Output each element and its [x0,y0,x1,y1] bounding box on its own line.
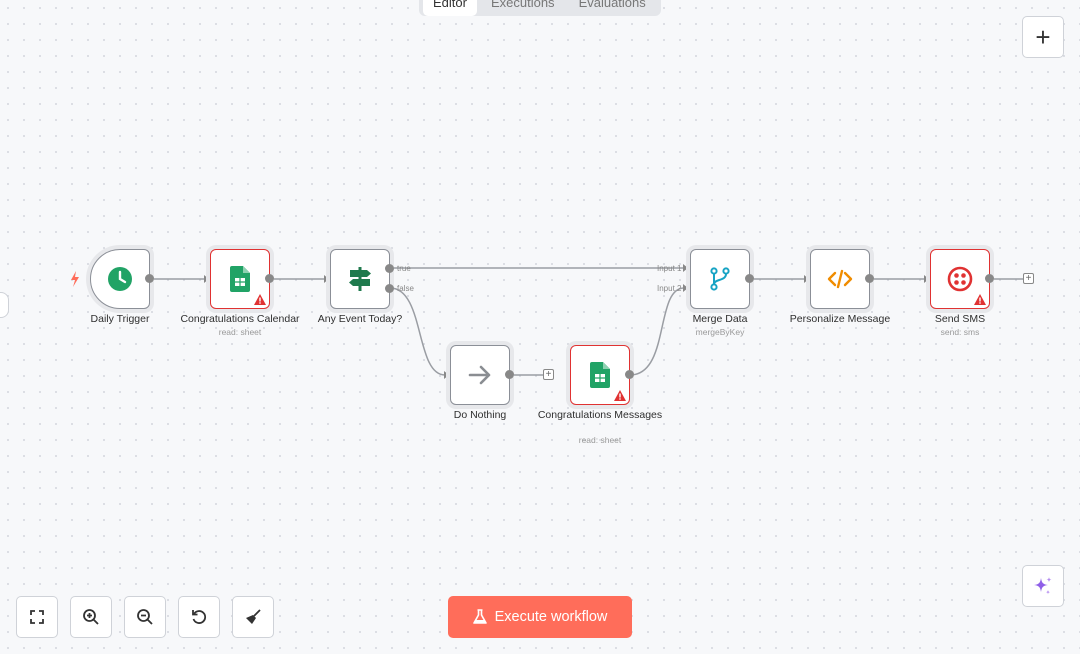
connection-messages-merge2 [629,287,685,376]
node-send-sms[interactable] [930,249,990,309]
node-subtitle: read: sheet [578,435,622,445]
ai-assistant-button[interactable] [1022,565,1064,607]
zoom-in-button[interactable] [70,596,112,638]
output-port-true[interactable] [385,264,394,273]
tab-executions[interactable]: Executions [490,0,555,10]
node-label: Congratulations Calendar [180,313,300,325]
node-personalize-message[interactable] [810,249,870,309]
plus-icon: + [1035,22,1051,52]
execute-workflow-button[interactable]: Execute workflow [448,596,632,638]
google-sheets-icon [590,362,610,388]
sparkle-icon [1034,577,1052,595]
zoom-out-icon [137,609,153,625]
output-port[interactable] [985,274,994,283]
node-label: Do Nothing [453,409,507,421]
twilio-icon [947,266,973,292]
node-label: Any Event Today? [317,313,403,325]
node-subtitle: mergeByKey [695,327,745,337]
add-connection-button[interactable]: + [1023,273,1034,284]
node-daily-trigger[interactable] [90,249,150,309]
merge-icon [710,267,730,291]
input-port[interactable] [567,370,572,379]
input-label-1: Input 1 [657,264,682,273]
node-any-event-today[interactable] [330,249,390,309]
input-port[interactable] [207,274,212,283]
tab-evaluations[interactable]: Evaluations [578,0,646,10]
input-port[interactable] [447,370,452,379]
node-label: Send SMS [934,313,986,325]
node-subtitle: send: sms [940,327,980,337]
output-port-false[interactable] [385,284,394,293]
node-merge-data[interactable] [690,249,750,309]
warning-icon[interactable] [254,294,266,305]
clock-icon [108,267,132,291]
input-port[interactable] [327,274,332,283]
zoom-in-icon [83,609,99,625]
fit-view-icon [30,610,44,624]
google-sheets-icon [230,266,250,292]
input-port-2[interactable] [687,284,692,293]
output-port[interactable] [505,370,514,379]
output-port[interactable] [865,274,874,283]
add-connection-button[interactable]: + [543,369,554,380]
reset-zoom-button[interactable] [178,596,220,638]
signpost-icon [349,267,371,291]
add-node-button[interactable]: + [1022,16,1064,58]
node-label: Merge Data [692,313,748,325]
input-port-1[interactable] [687,264,692,273]
output-port[interactable] [145,274,154,283]
connection-event-donothing [389,287,446,376]
node-subtitle: read: sheet [218,327,262,337]
execute-workflow-label: Execute workflow [494,609,608,625]
tab-editor[interactable]: Editor [423,0,477,16]
node-label: Congratulations Messages [537,409,663,421]
flask-icon [472,609,487,624]
input-port[interactable] [927,274,932,283]
fit-view-button[interactable] [16,596,58,638]
output-label-false: false [397,284,414,293]
warning-icon[interactable] [614,390,626,401]
node-label: Daily Trigger [90,313,150,325]
tidy-up-button[interactable] [232,596,274,638]
trigger-bolt-icon [71,271,79,287]
reset-icon [192,610,207,624]
node-congratulations-calendar[interactable] [210,249,270,309]
warning-icon[interactable] [974,294,986,305]
node-label: Personalize Message [789,313,891,325]
arrow-right-icon [468,365,491,385]
output-port[interactable] [265,274,274,283]
input-port[interactable] [807,274,812,283]
output-label-true: true [397,264,411,273]
input-label-2: Input 2 [657,284,682,293]
code-icon [827,269,853,289]
view-tabs: Editor Executions Evaluations [419,0,661,16]
output-port[interactable] [745,274,754,283]
broom-icon [246,609,261,624]
zoom-out-button[interactable] [124,596,166,638]
output-port[interactable] [625,370,634,379]
node-congratulations-messages[interactable] [570,345,630,405]
node-do-nothing[interactable] [450,345,510,405]
